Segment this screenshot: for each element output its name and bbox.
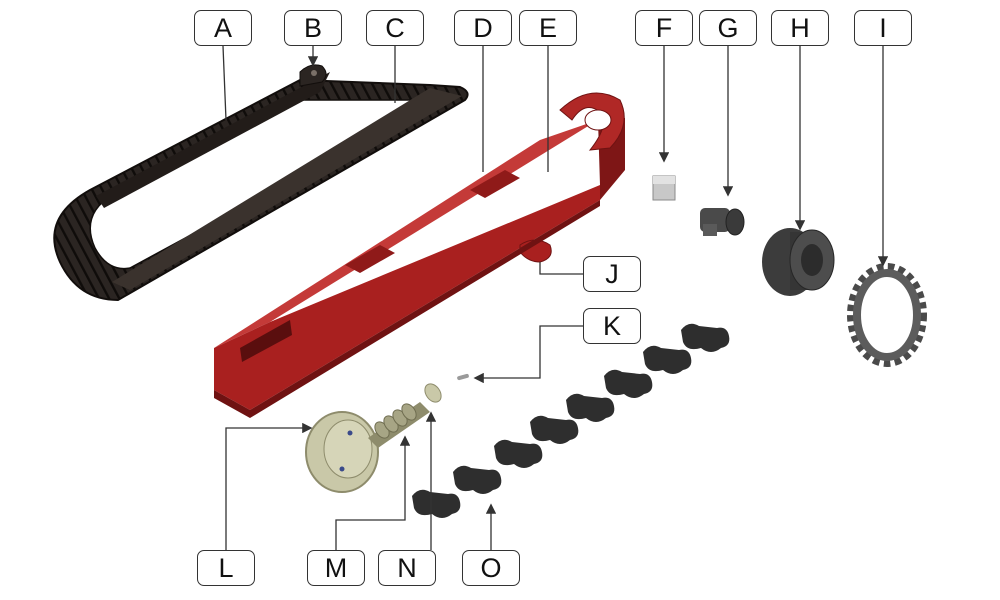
rubber-track: [53, 64, 469, 302]
callout-j: J: [583, 256, 641, 292]
callout-g: G: [699, 10, 757, 46]
callout-i: I: [854, 10, 912, 46]
callout-c: C: [366, 10, 424, 46]
leader-k: [473, 325, 583, 384]
leader-lines: [222, 45, 889, 550]
callout-f: F: [635, 10, 693, 46]
small-block-part: [652, 175, 676, 201]
small-pin: [457, 373, 469, 381]
callout-o: O: [462, 550, 520, 586]
sprocket: [847, 263, 927, 367]
track-frame: [214, 92, 625, 418]
callout-l: L: [197, 550, 255, 586]
leader-m: [335, 435, 411, 550]
track-pads: [412, 323, 730, 518]
idler-assembly: [305, 383, 442, 493]
callout-n: N: [378, 550, 436, 586]
callout-e: E: [519, 10, 577, 46]
motor-fitting: [700, 208, 745, 236]
callout-h: H: [771, 10, 829, 46]
drive-hub: [762, 228, 835, 296]
callout-m: M: [307, 550, 365, 586]
leader-l: [225, 422, 313, 550]
callout-k: K: [583, 308, 641, 344]
leader-j: [539, 262, 583, 275]
callout-a: A: [194, 10, 252, 46]
callout-d: D: [454, 10, 512, 46]
callout-b: B: [284, 10, 342, 46]
leader-a: [222, 45, 227, 121]
